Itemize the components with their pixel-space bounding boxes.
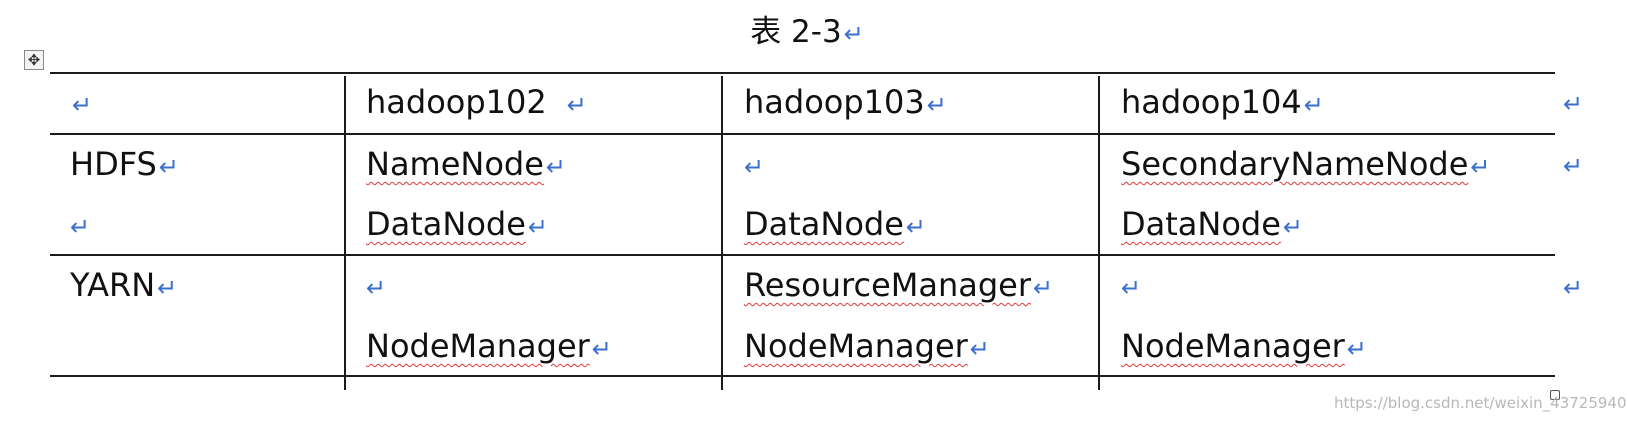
table-caption: 表 2-3↵ bbox=[0, 10, 1614, 56]
paragraph-mark-icon: ↵ bbox=[905, 213, 927, 241]
table-rule-row bbox=[50, 254, 1555, 256]
cell-hdfs-hadoop104-line1[interactable]: SecondaryNameNode↵ bbox=[1121, 145, 1491, 183]
cell-hdfs-hadoop103-line1[interactable]: ↵ bbox=[744, 144, 764, 187]
cell-hdfs-hadoop104-line2[interactable]: DataNode↵ bbox=[1121, 205, 1304, 243]
watermark-text: https://blog.csdn.net/weixin_43725940 bbox=[1334, 394, 1627, 412]
paragraph-mark-icon: ↵ bbox=[591, 335, 612, 363]
row-label-hdfs[interactable]: HDFS↵ bbox=[70, 145, 179, 183]
paragraph-mark-icon: ↵ bbox=[72, 91, 93, 119]
row-end-mark-icon: ↵ bbox=[1563, 152, 1584, 180]
column-divider bbox=[721, 76, 723, 390]
paragraph-mark-icon: ↵ bbox=[1121, 274, 1142, 302]
header-cell-hadoop103[interactable]: hadoop103↵ bbox=[744, 83, 947, 121]
paragraph-mark-icon: ↵ bbox=[70, 213, 91, 241]
paragraph-mark-icon: ↵ bbox=[1282, 213, 1304, 241]
cell-yarn-hadoop104-line2[interactable]: NodeManager↵ bbox=[1121, 327, 1367, 365]
header-cell-hadoop104[interactable]: hadoop104↵ bbox=[1121, 83, 1324, 121]
cell-yarn-hadoop103-line1[interactable]: ResourceManager↵ bbox=[744, 266, 1054, 304]
paragraph-mark-icon: ↵ bbox=[1303, 91, 1324, 119]
cell-yarn-hadoop102-line2[interactable]: NodeManager↵ bbox=[366, 327, 612, 365]
table-rule-header bbox=[50, 133, 1555, 135]
paragraph-mark-icon: ↵ bbox=[545, 153, 567, 181]
row-label-hdfs-line2[interactable]: ↵ bbox=[70, 204, 90, 247]
paragraph-mark-icon: ↵ bbox=[843, 20, 864, 48]
cell-hdfs-hadoop102-line1[interactable]: NameNode↵ bbox=[366, 145, 567, 183]
paragraph-mark-icon: ↵ bbox=[566, 91, 587, 119]
paragraph-mark-icon: ↵ bbox=[1470, 153, 1491, 181]
paragraph-mark-icon: ↵ bbox=[157, 274, 178, 302]
cell-hdfs-hadoop102-line2[interactable]: DataNode↵ bbox=[366, 205, 549, 243]
paragraph-mark-icon: ↵ bbox=[366, 274, 387, 302]
header-cell-hadoop102[interactable]: hadoop102↵ bbox=[366, 83, 587, 121]
column-divider bbox=[1098, 76, 1100, 390]
table-resize-handle[interactable] bbox=[1550, 390, 1560, 400]
cell-yarn-hadoop102-line1[interactable]: ↵ bbox=[366, 265, 386, 308]
paragraph-mark-icon: ↵ bbox=[527, 213, 549, 241]
paragraph-mark-icon: ↵ bbox=[158, 153, 179, 181]
caption-text: 表 2-3 bbox=[750, 14, 842, 50]
table-rule-bottom bbox=[50, 375, 1555, 377]
paragraph-mark-icon: ↵ bbox=[969, 335, 990, 363]
table-move-handle-icon[interactable]: ✥ bbox=[24, 50, 44, 70]
cell-hdfs-hadoop103-line2[interactable]: DataNode↵ bbox=[744, 205, 927, 243]
paragraph-mark-icon: ↵ bbox=[1033, 274, 1054, 302]
column-divider bbox=[344, 76, 346, 390]
cell-yarn-hadoop104-line1[interactable]: ↵ bbox=[1121, 265, 1141, 308]
paragraph-mark-icon: ↵ bbox=[1346, 335, 1367, 363]
header-cell-empty[interactable]: ↵ bbox=[70, 82, 92, 125]
row-label-yarn[interactable]: YARN↵ bbox=[70, 266, 178, 304]
cell-yarn-hadoop103-line2[interactable]: NodeManager↵ bbox=[744, 327, 990, 365]
paragraph-mark-icon: ↵ bbox=[744, 153, 765, 181]
table-rule-top bbox=[50, 72, 1555, 74]
row-end-mark-icon: ↵ bbox=[1563, 90, 1584, 118]
row-end-mark-icon: ↵ bbox=[1563, 274, 1584, 302]
paragraph-mark-icon: ↵ bbox=[926, 91, 947, 119]
